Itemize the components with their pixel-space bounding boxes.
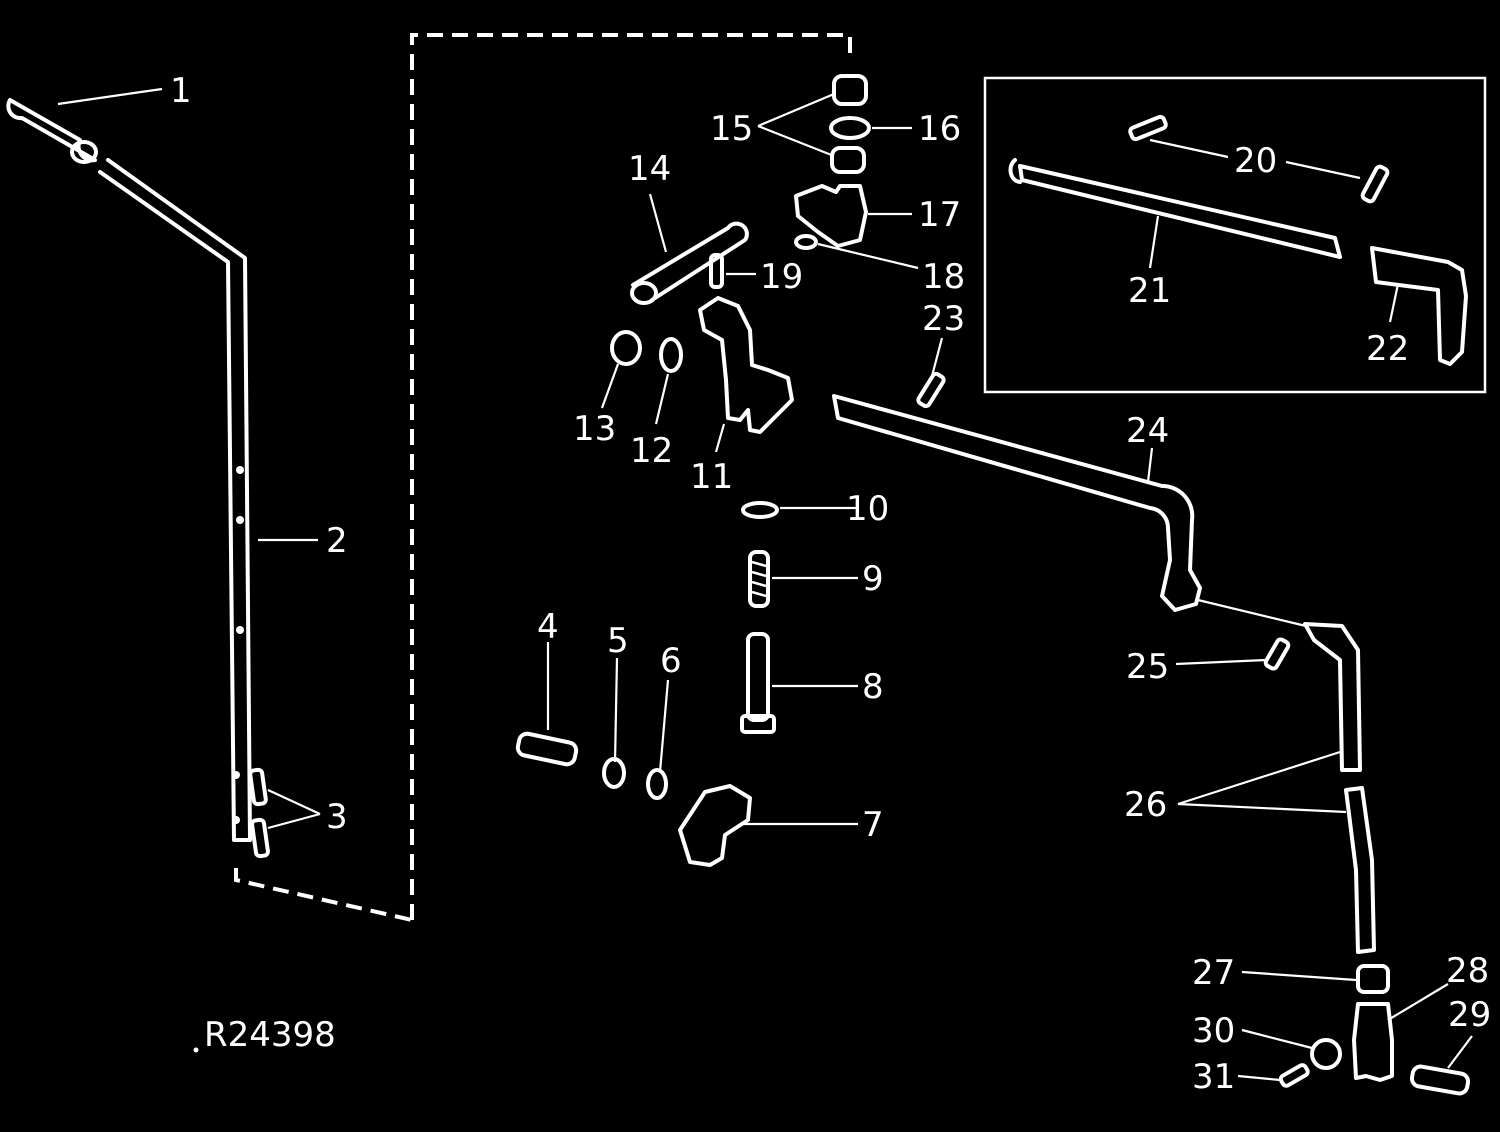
- part-17-bracket: [794, 184, 868, 248]
- part-1-grip: [6, 98, 98, 164]
- callout-29: 29: [1448, 995, 1491, 1035]
- part-29-pin: [1409, 1064, 1471, 1096]
- part-30-washer: [1310, 1038, 1342, 1070]
- part-23-pin: [916, 371, 946, 409]
- part-8-shaft: [740, 632, 776, 734]
- callout-5: 5: [607, 621, 629, 661]
- callout-3: 3: [326, 797, 348, 837]
- callout-28: 28: [1446, 951, 1489, 991]
- callout-8: 8: [862, 667, 884, 707]
- callout-31: 31: [1192, 1057, 1235, 1097]
- part-22-crank: [1370, 246, 1468, 366]
- leader-lines: [57, 87, 1473, 1082]
- part-5-washer: [602, 757, 626, 789]
- part-18-washer: [794, 234, 818, 250]
- part-24-rockshaft: [832, 394, 1202, 612]
- part-31-bolt: [1278, 1063, 1310, 1088]
- part-19-pin: [709, 253, 724, 289]
- callout-23: 23: [922, 299, 965, 339]
- callout-18: 18: [922, 257, 965, 297]
- part-6-washer: [646, 768, 668, 800]
- callout-14: 14: [628, 149, 671, 189]
- part-20-pins: [1128, 114, 1390, 204]
- callout-13: 13: [573, 409, 616, 449]
- callout-labels: 1 2 3 4 5 6 7 8 9 10 11 12 13 14 15 16 1…: [170, 71, 1491, 1097]
- part-4-pin: [515, 731, 579, 767]
- callout-6: 6: [660, 641, 682, 681]
- callout-2: 2: [326, 521, 348, 561]
- callout-15: 15: [710, 109, 753, 149]
- callout-24: 24: [1126, 411, 1169, 451]
- part-10-washer: [741, 501, 779, 519]
- callout-9: 9: [862, 559, 884, 599]
- part-25-bolt: [1263, 637, 1291, 671]
- callout-20: 20: [1234, 141, 1277, 181]
- part-28-clevis: [1352, 1002, 1394, 1082]
- callout-22: 22: [1366, 329, 1409, 369]
- part-16-washer: [829, 116, 871, 140]
- part-11-bracket: [698, 296, 794, 434]
- part-3-pins: [248, 767, 270, 859]
- callout-21: 21: [1128, 271, 1171, 311]
- part-27-nut: [1356, 964, 1390, 994]
- assembly-outline: [234, 33, 852, 922]
- part-7-arm: [678, 784, 752, 867]
- inset-box: [983, 76, 1487, 394]
- callout-26: 26: [1124, 785, 1167, 825]
- callout-16: 16: [918, 109, 961, 149]
- callout-7: 7: [862, 805, 884, 845]
- part-21-shaft: [1008, 158, 1342, 259]
- part-13-washer: [610, 330, 642, 366]
- drawing-code: R24398: [204, 1015, 336, 1055]
- callout-11: 11: [690, 457, 733, 497]
- callout-19: 19: [760, 257, 803, 297]
- part-2-lever: [98, 158, 252, 842]
- callout-25: 25: [1126, 647, 1169, 687]
- part-26-rods: [1303, 622, 1376, 954]
- callout-10: 10: [846, 489, 889, 529]
- callout-1: 1: [170, 71, 192, 111]
- part-9-spring: [748, 550, 770, 608]
- callout-12: 12: [630, 431, 673, 471]
- drawing-code-dot: [193, 1047, 199, 1053]
- callout-27: 27: [1192, 953, 1235, 993]
- callout-17: 17: [918, 195, 961, 235]
- part-12-washer: [659, 337, 683, 373]
- part-15-nuts: [830, 74, 868, 174]
- callout-4: 4: [537, 607, 559, 647]
- callout-30: 30: [1192, 1011, 1235, 1051]
- part-14-rod: [630, 221, 749, 305]
